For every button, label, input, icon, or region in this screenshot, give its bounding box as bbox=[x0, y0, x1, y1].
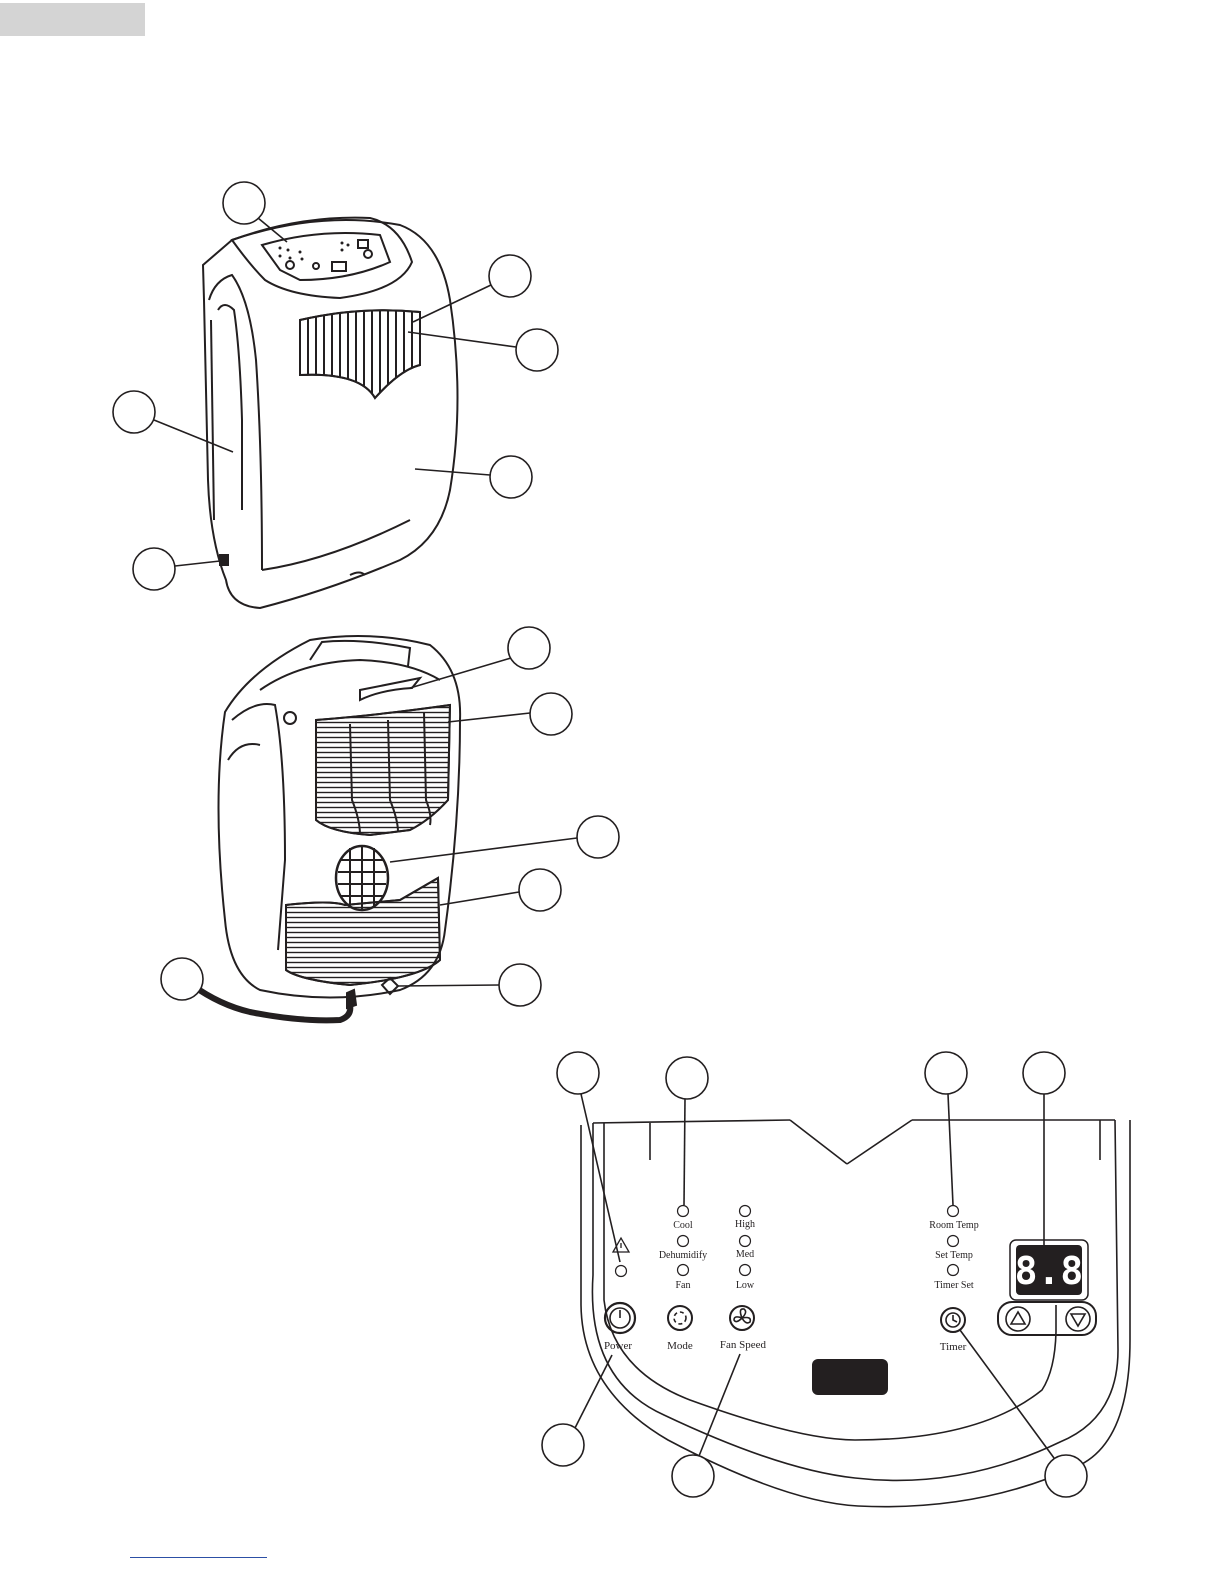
fan-speed-button-label: Fan Speed bbox=[720, 1339, 767, 1351]
callout-circle bbox=[1045, 1455, 1087, 1497]
indicator-label-dehumidify: Dehumidify bbox=[659, 1250, 707, 1261]
mode-button-shape bbox=[668, 1306, 692, 1330]
callout-circle bbox=[530, 693, 572, 735]
timer-button-label: Timer bbox=[940, 1341, 967, 1353]
callout-circle bbox=[161, 958, 203, 1000]
callout-circle bbox=[1023, 1052, 1065, 1094]
indicator-label-cool: Cool bbox=[673, 1220, 693, 1231]
front-view bbox=[203, 218, 458, 608]
indicator-label-set-temp: Set Temp bbox=[935, 1250, 973, 1261]
callout-circle bbox=[519, 869, 561, 911]
callout-circle bbox=[557, 1052, 599, 1094]
callout-circle bbox=[577, 816, 619, 858]
callout-circle bbox=[490, 456, 532, 498]
callout-circle bbox=[516, 329, 558, 371]
indicator-label-fan: Fan bbox=[676, 1280, 691, 1291]
panel-callouts bbox=[542, 1052, 1087, 1497]
callout-circle bbox=[925, 1052, 967, 1094]
footer-link-rule bbox=[130, 1557, 267, 1558]
rear-view bbox=[192, 636, 460, 1020]
control-panel-labels: Cool Dehumidify Fan High Med Low Room Te… bbox=[604, 1219, 1083, 1353]
indicator-label-timer-set: Timer Set bbox=[934, 1280, 974, 1291]
callout-circle bbox=[672, 1455, 714, 1497]
indicator-label-med: Med bbox=[736, 1249, 754, 1260]
indicator-label-high: High bbox=[735, 1219, 755, 1230]
callout-circle bbox=[113, 391, 155, 433]
callout-circle bbox=[133, 548, 175, 590]
callout-circle bbox=[499, 964, 541, 1006]
callout-circle bbox=[508, 627, 550, 669]
display-readout: 8.8 bbox=[1015, 1249, 1084, 1293]
power-button-label: Power bbox=[604, 1340, 632, 1352]
indicator-label-room-temp: Room Temp bbox=[929, 1220, 978, 1231]
callout-circle bbox=[542, 1424, 584, 1466]
callout-circle bbox=[666, 1057, 708, 1099]
logo-plate bbox=[812, 1359, 888, 1395]
callout-circle bbox=[489, 255, 531, 297]
indicator-label-low: Low bbox=[736, 1280, 755, 1291]
mode-button-label: Mode bbox=[667, 1340, 693, 1352]
